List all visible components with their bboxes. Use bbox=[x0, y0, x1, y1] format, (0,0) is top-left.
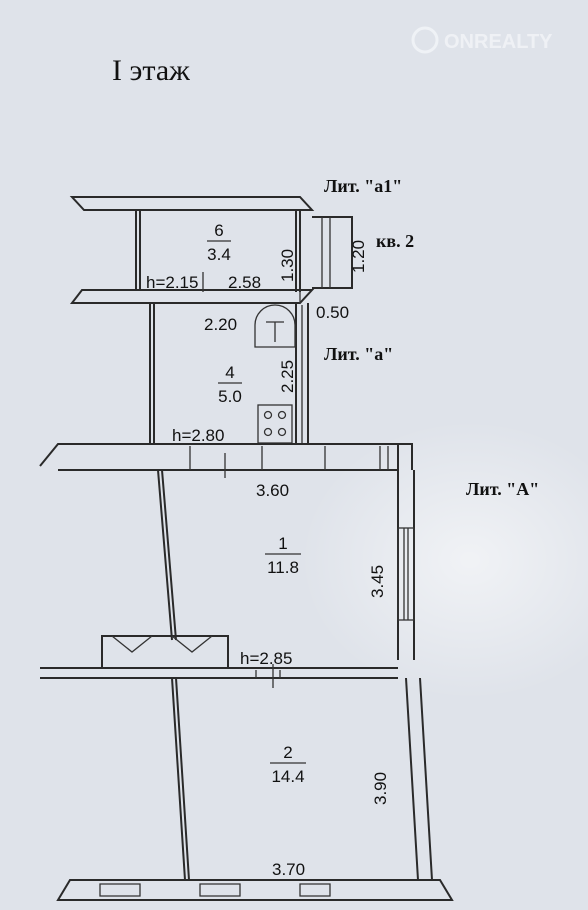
floor-title: I этаж bbox=[112, 54, 190, 87]
stove-icon bbox=[257, 404, 293, 444]
room-2-area: 14.4 bbox=[271, 767, 304, 786]
room-2-walls bbox=[56, 677, 454, 901]
room-1-height-dim: 3.45 bbox=[368, 565, 387, 598]
litera-A: Лит. "A" bbox=[466, 479, 539, 499]
room-1-height: h=2.85 bbox=[240, 649, 292, 668]
room-4-walls bbox=[149, 290, 309, 444]
watermark-text: ONREALTY bbox=[444, 31, 553, 53]
room-2-number: 2 bbox=[283, 743, 292, 762]
room-1-walls bbox=[157, 469, 415, 660]
vestibule-height-dim: 1.20 bbox=[349, 240, 368, 273]
room-4-width-dim: 2.20 bbox=[204, 315, 237, 334]
watermark-logo: ONREALTY bbox=[411, 26, 553, 54]
room-6-number: 6 bbox=[214, 221, 223, 240]
room-4-area: 5.0 bbox=[218, 387, 242, 406]
litera-a: Лит. "a" bbox=[324, 344, 393, 364]
main-wall-band bbox=[39, 443, 413, 478]
litera-a1: Лит. "a1" bbox=[324, 176, 402, 196]
apartment-label: кв. 2 bbox=[376, 231, 414, 251]
room-2-width-dim: 3.70 bbox=[272, 860, 305, 879]
room-4-number: 4 bbox=[225, 363, 234, 382]
water-heater-icon bbox=[254, 304, 296, 348]
gap-dim: 0.50 bbox=[316, 303, 349, 322]
partition-wall bbox=[40, 635, 398, 688]
room-1-width-dim: 3.60 bbox=[256, 481, 289, 500]
room-6-height: h=2.15 bbox=[146, 273, 198, 292]
screen-glare bbox=[300, 420, 588, 700]
room-1-area: 11.8 bbox=[267, 558, 299, 577]
room-4-height: h=2.80 bbox=[172, 426, 224, 445]
room-2-height-dim: 3.90 bbox=[371, 772, 390, 805]
room-6-label: 6 3.4 bbox=[207, 221, 231, 264]
room-6-height-dim: 1.30 bbox=[278, 249, 297, 282]
room-4-height-dim: 2.25 bbox=[278, 360, 297, 393]
room-1-number: 1 bbox=[278, 534, 287, 553]
room-6-width-dim: 2.58 bbox=[228, 273, 261, 292]
room-2-label: 2 14.4 bbox=[270, 743, 306, 786]
room-6-area: 3.4 bbox=[207, 245, 231, 264]
room-1-label: 1 11.8 bbox=[265, 534, 301, 577]
room-4-label: 4 5.0 bbox=[218, 363, 242, 406]
